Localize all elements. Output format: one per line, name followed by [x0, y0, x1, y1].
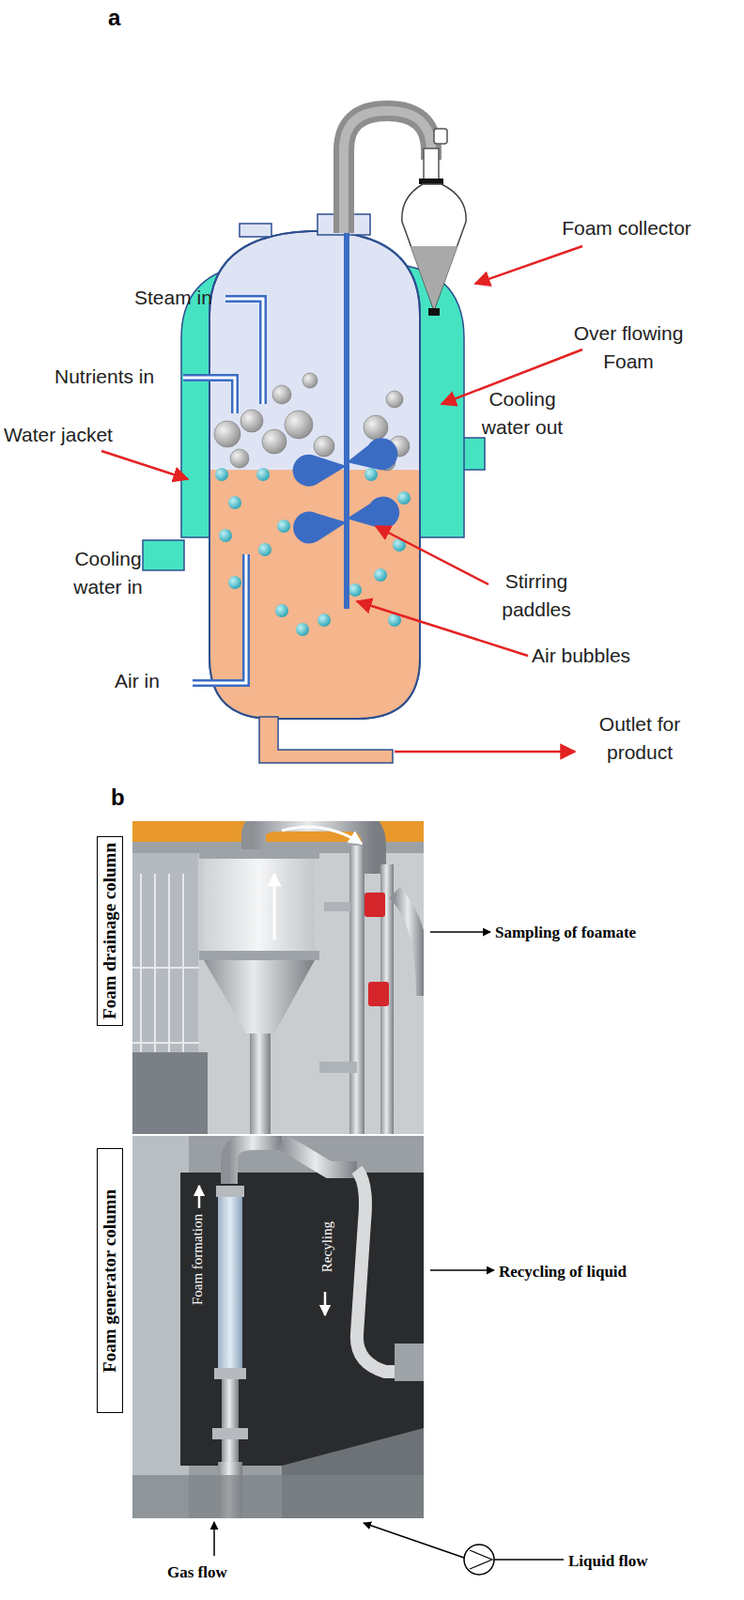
part-label: Stirring paddles — [484, 567, 589, 625]
flow-label: Liquid flow — [568, 1550, 649, 1574]
column-title: Foam drainage column — [99, 842, 121, 1020]
part-label: Water jacket — [3, 420, 113, 450]
column-label-box: Foam drainage column — [96, 836, 124, 1026]
pointer-label: Sampling of foamate — [495, 921, 636, 946]
inlet-label: Air in — [114, 666, 160, 696]
part-label: Foam collector — [556, 214, 698, 243]
flow-label: Gas flow — [167, 1561, 228, 1585]
photo-label: Foam formation — [187, 1213, 209, 1305]
photo-label: Recyling — [317, 1221, 339, 1272]
panel-letter: a — [108, 1, 121, 35]
panel-letter: b — [110, 781, 125, 815]
inlet-label: Nutrients in — [54, 362, 155, 391]
inlet-label: Cooling water in — [56, 544, 160, 603]
part-label: Over flowing Foam — [558, 319, 699, 377]
outlet-label: Outlet for product — [578, 710, 701, 768]
column-label-box: Foam generator column — [96, 1147, 124, 1413]
pointer-label: Recycling of liquid — [498, 1260, 627, 1285]
inlet-label: Steam in — [134, 283, 213, 312]
outlet-label: Cooling water out — [466, 385, 578, 443]
column-title: Foam generator column — [99, 1189, 121, 1373]
part-label: Air bubbles — [531, 641, 631, 670]
